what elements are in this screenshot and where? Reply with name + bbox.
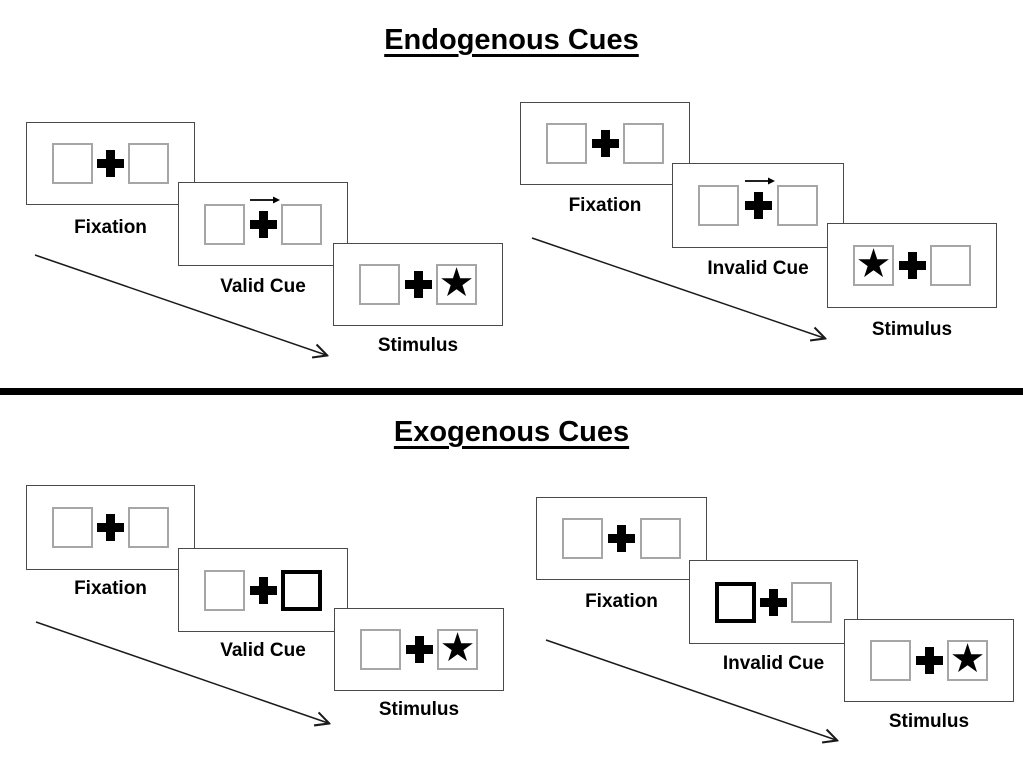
left-placeholder-box [698,185,739,226]
left-placeholder-box [546,123,587,164]
star-stimulus-icon: ★ [855,241,892,287]
endogenous-section-title: Endogenous Cues [384,24,639,56]
left-placeholder-box [359,264,400,305]
right-placeholder-box [640,518,681,559]
fixation-cross-icon [898,252,926,279]
fixation-cross-icon [97,514,124,541]
right-placeholder-box [623,123,664,164]
panel-exo-invalid-stimulus: ★ [844,619,1014,702]
fixation-cross-icon [249,576,277,604]
star-stimulus-icon: ★ [949,636,986,682]
step-label-invalid-cue: Invalid Cue [722,653,825,674]
panel-exo-invalid-cue [689,560,858,644]
panel-endo-invalid-stimulus: ★ [827,223,997,308]
left-placeholder-box [52,507,93,548]
left-placeholder-box [870,640,911,681]
fixation-cross-icon [405,636,433,663]
fixation-cross-icon [249,196,280,238]
right-target-box: ★ [436,260,477,306]
timeline-arrow-exo-valid [35,621,328,723]
step-label-stimulus: Stimulus [377,335,459,356]
left-target-box: ★ [853,241,894,287]
right-placeholder-box [930,245,971,286]
right-target-box: ★ [947,636,988,682]
step-label-stimulus: Stimulus [378,699,460,720]
step-label-stimulus: Stimulus [871,319,953,340]
left-placeholder-box [204,203,245,245]
panel-endo-valid-stimulus: ★ [333,243,503,326]
right-placeholder-box [128,143,169,184]
central-cue-arrow-right-icon [744,177,775,185]
right-placeholder-box [777,185,818,226]
step-label-stimulus: Stimulus [888,711,970,732]
right-placeholder-box [128,507,169,548]
step-label-fixation: Fixation [568,195,642,216]
timeline-arrow-endo-invalid [531,237,824,338]
fixation-cross-icon [591,130,619,157]
right-target-box: ★ [437,625,478,671]
fixation-cross-icon [760,588,787,616]
panel-exo-valid-stimulus: ★ [334,608,504,691]
step-label-fixation: Fixation [74,578,147,599]
central-cue-arrow-right-icon [249,196,280,203]
step-label-invalid-cue: Invalid Cue [707,258,809,279]
section-divider-line [0,388,1023,395]
panel-exo-valid-fixation [26,485,195,570]
left-placeholder-box [204,569,245,611]
fixation-cross-icon [97,150,124,177]
left-peripheral-cue-box [715,581,756,623]
exogenous-section-title: Exogenous Cues [393,416,630,448]
panel-endo-valid-fixation [26,122,195,205]
right-peripheral-cue-box [281,569,322,611]
left-placeholder-box [360,629,401,670]
star-stimulus-icon: ★ [439,625,476,671]
fixation-cross-icon [915,647,943,674]
right-placeholder-box [281,203,322,245]
step-label-fixation: Fixation [585,591,658,612]
left-placeholder-box [52,143,93,184]
panel-endo-invalid-cue [672,163,844,248]
fixation-cross-icon [608,525,635,552]
panel-endo-valid-cue [178,182,348,266]
fixation-cross-icon [404,271,432,298]
step-label-valid-cue: Valid Cue [220,640,306,661]
step-label-valid-cue: Valid Cue [220,276,306,297]
fixation-cross-icon [744,177,775,219]
panel-exo-valid-cue [178,548,348,632]
timeline-arrow-exo-invalid [545,639,836,740]
step-label-fixation: Fixation [74,217,147,238]
right-placeholder-box [791,581,832,623]
left-placeholder-box [562,518,603,559]
timeline-arrow-endo-valid [34,254,326,355]
star-stimulus-icon: ★ [438,260,475,306]
panel-endo-invalid-fixation [520,102,690,185]
panel-exo-invalid-fixation [536,497,707,580]
